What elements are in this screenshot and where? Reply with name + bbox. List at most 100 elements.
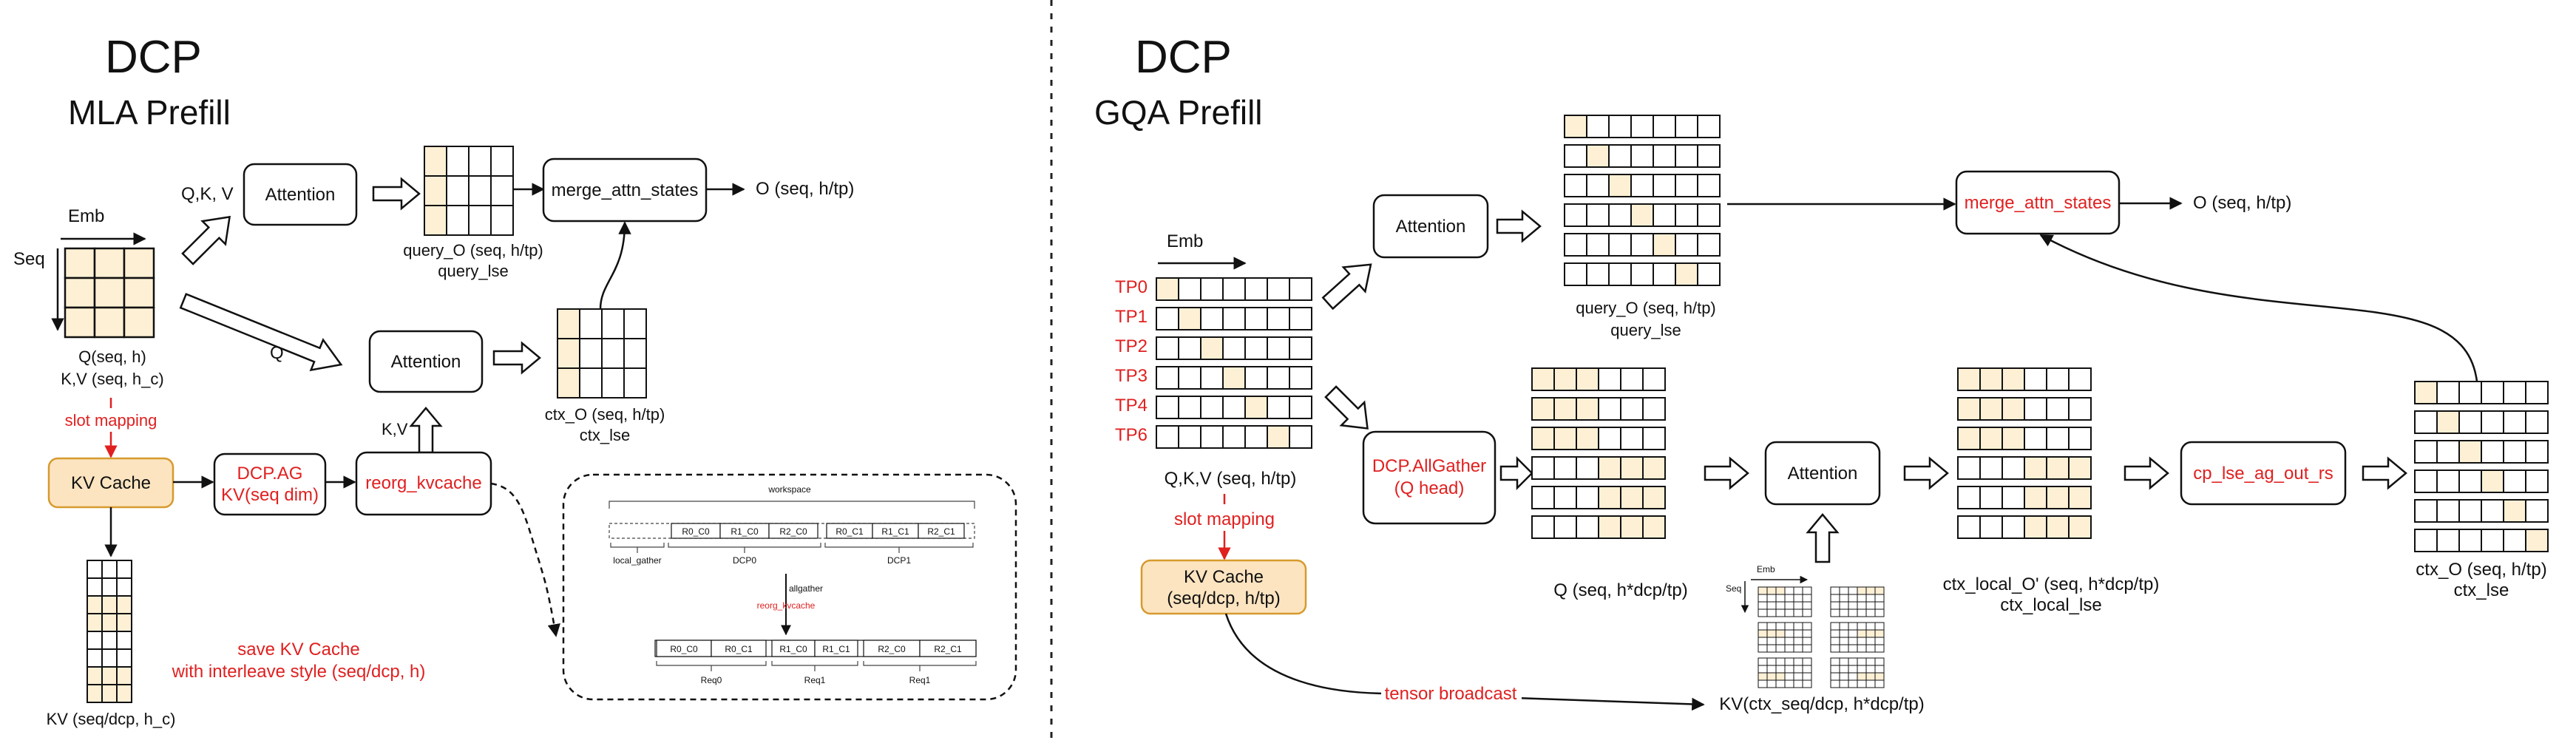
right-merge-label: merge_attn_states [1965, 193, 2112, 213]
kv-broadcast-grids [1758, 586, 1885, 688]
grid-cell [2481, 499, 2504, 523]
grid-cell [1531, 486, 1555, 509]
dcp-ag-label: DCP.AG [237, 464, 303, 484]
kv-mini-cell [1830, 672, 1840, 681]
kv-mini-cell [1830, 665, 1840, 674]
grid-cell [64, 247, 96, 279]
kv-mini-cell [1857, 594, 1867, 603]
kv-mini-cell [1830, 679, 1840, 688]
grid-cell [1576, 397, 1599, 421]
kv-mini-cell [1766, 601, 1777, 610]
grid-cell [1630, 144, 1654, 168]
grid-cell [1531, 515, 1555, 539]
ctx-local-o-label: ctx_local_O' (seq, h*dcp/tp) [1943, 574, 2160, 594]
grid-cell [116, 595, 132, 614]
right-query-o-label: query_O (seq, h/tp) [1576, 299, 1716, 317]
hollow-arrow-attention2-out-right [1903, 456, 1949, 490]
attention-label-query: Attention [265, 185, 336, 205]
inset-cell-label: R0_C0 [670, 644, 698, 654]
inset-cell-label: R1_C1 [822, 644, 850, 654]
grid-cell [1156, 336, 1179, 360]
grid-cell [2024, 397, 2047, 421]
inset-cell-label: R1_C0 [779, 644, 807, 654]
grid-cell [1222, 425, 1246, 449]
grid-cell [2414, 381, 2438, 404]
ctx-o-grid [557, 308, 647, 399]
kv-mini-cell [1793, 657, 1803, 666]
kv-mini-cell [1874, 622, 1885, 631]
kv-mini-cell [1793, 594, 1803, 603]
kv-mini-cell [1874, 672, 1885, 681]
grid-cell [64, 306, 96, 339]
inset-local-gather-brace [610, 543, 665, 553]
right-output-label: O (seq, h/tp) [2193, 193, 2291, 213]
kv-mini-cell [1802, 637, 1812, 645]
grid-cell [1178, 425, 1201, 449]
grid-cell [2024, 456, 2047, 480]
inset-dcp0-brace [668, 543, 821, 553]
query-o-grid [424, 146, 514, 236]
grid-cell [1222, 277, 1246, 301]
kv-mini-cell [1758, 586, 1768, 595]
grid-cell [1697, 144, 1721, 168]
grid-cell [1200, 425, 1224, 449]
grid-cell [424, 205, 447, 236]
grid-cell [116, 648, 132, 668]
grid-cell [1267, 336, 1290, 360]
kv-mini-cell [1839, 679, 1849, 688]
kv-mini-cell [1857, 672, 1867, 681]
grid-cell [2503, 529, 2526, 552]
kv-mini-cell [1839, 637, 1849, 645]
q-gathered-grid [1531, 367, 1666, 539]
kv-mini-cell [1793, 644, 1803, 653]
grid-cell [1244, 366, 1268, 390]
hollow-arrow-to-allgather [1324, 385, 1369, 430]
grid-cell [1178, 336, 1201, 360]
grid-cell [2458, 529, 2482, 552]
grid-cell [579, 308, 603, 339]
kv-mini-cell [1857, 629, 1867, 638]
merge-label: merge_attn_states [552, 180, 699, 200]
inset-req1b-brace [863, 661, 977, 671]
grid-cell [2002, 515, 2025, 539]
grid-cell [1620, 486, 1644, 509]
kv-mini-cell [1839, 586, 1849, 595]
right-attention-label-query: Attention [1396, 217, 1466, 237]
tp-label: TP1 [1115, 307, 1148, 327]
grid-cell [1289, 425, 1312, 449]
grid-cell [2046, 486, 2070, 509]
kv-mini-cell [1848, 679, 1858, 688]
kv-mini-cell [1802, 657, 1812, 666]
grid-cell [93, 277, 126, 309]
kv-mini-cell [1802, 608, 1812, 617]
right-kv-cache-box [1140, 559, 1307, 615]
grid-cell [2414, 410, 2438, 434]
kv-mini-cell [1784, 622, 1794, 631]
grid-cell [1200, 396, 1224, 419]
grid-cell [1531, 456, 1555, 480]
kv-mini-cell [1766, 637, 1777, 645]
grid-cell [87, 577, 103, 597]
right-query-lse-label: query_lse [1610, 321, 1681, 339]
inset-req1a-brace [771, 661, 858, 671]
grid-cell [1697, 203, 1721, 227]
grid-cell [1267, 396, 1290, 419]
grid-cell [2525, 410, 2549, 434]
grid-cell [1675, 203, 1698, 227]
inset-local-gather-label: local_gather [613, 555, 661, 566]
kv-mini-cell [1793, 665, 1803, 674]
kv-mini-cell [1758, 665, 1768, 674]
grid-cell [1267, 425, 1290, 449]
kv-bottom-label: KV (seq/dcp, h_c) [47, 710, 176, 728]
grid-cell [623, 338, 647, 369]
kv-mini-cell [1766, 665, 1777, 674]
grid-cell [1957, 427, 1981, 450]
grid-cell [1642, 486, 1666, 509]
inset-cell-label: R0_C1 [725, 644, 753, 654]
grid-cell [101, 684, 118, 703]
grid-cell [1957, 397, 1981, 421]
grid-cell [468, 146, 492, 177]
kv-mini-cell [1784, 679, 1794, 688]
kv-mini-cell [1874, 657, 1885, 666]
grid-cell [1979, 427, 2003, 450]
